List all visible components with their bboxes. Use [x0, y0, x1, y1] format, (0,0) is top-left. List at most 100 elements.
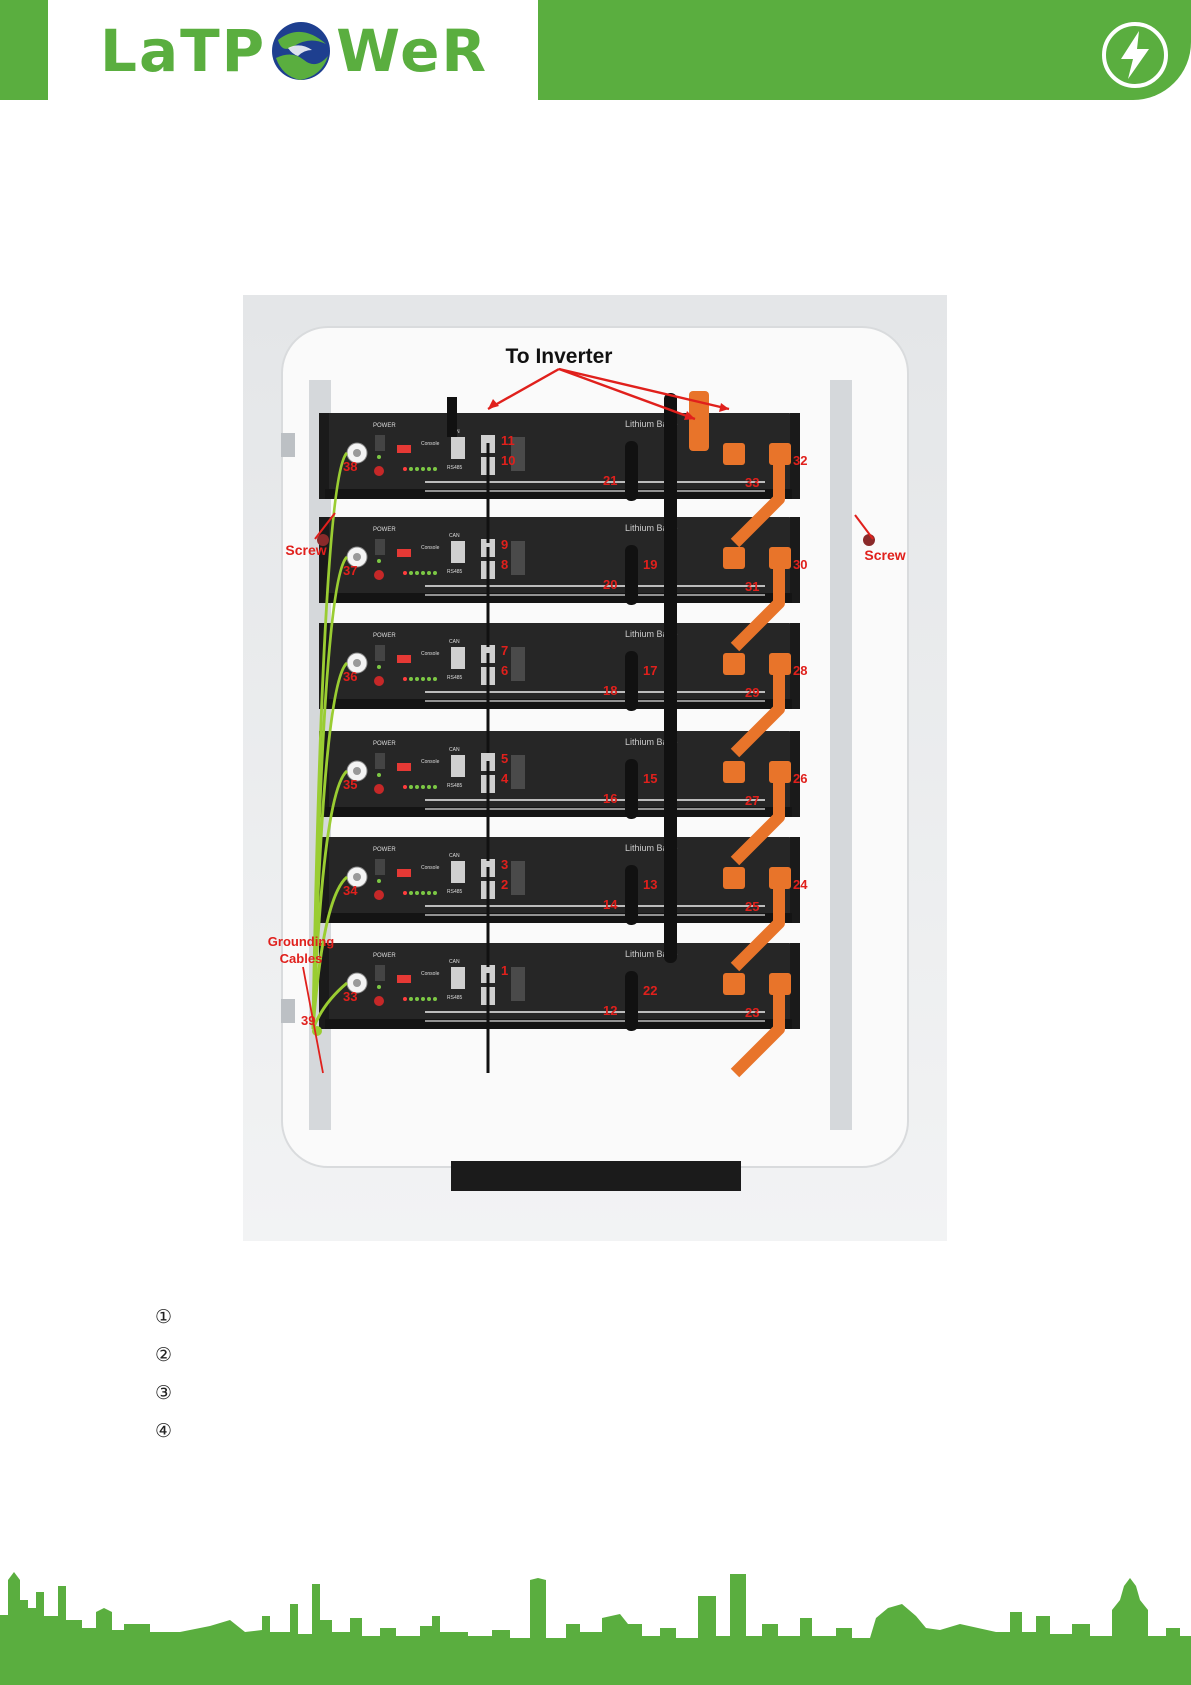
- battery-brand-label: Lithium Batte: [625, 419, 678, 429]
- negative-cable: [625, 759, 638, 819]
- soc-led-icon: [421, 677, 425, 681]
- soc-led-icon: [409, 997, 413, 1001]
- status-led-icon: [377, 665, 381, 669]
- grounding-label-line1: Grounding: [268, 934, 334, 949]
- soc-led-icon: [403, 785, 407, 789]
- comm-port-number: 1: [501, 963, 508, 978]
- battery-brand-label: Lithium Batte: [625, 949, 678, 959]
- rs485-label: RS485: [447, 569, 463, 575]
- positive-terminal: [769, 653, 791, 675]
- can-port-icon: [451, 437, 465, 459]
- ground-cable: [311, 661, 349, 1030]
- brand-logo: LaTP WeR: [100, 22, 488, 80]
- screw-left-icon: [317, 534, 329, 546]
- negative-port-number: 19: [643, 557, 657, 572]
- ground-cable: [311, 875, 349, 1030]
- ground-cable: [311, 769, 349, 1030]
- soc-led-icon: [409, 467, 413, 471]
- soc-led-icon: [403, 571, 407, 575]
- dip-switch-icon: [397, 975, 411, 983]
- soc-led-icon: [421, 467, 425, 471]
- module-right-ear: [790, 943, 800, 1029]
- ground-terminal-bolt: [353, 979, 361, 987]
- negative-cable: [625, 545, 638, 605]
- soc-led-icon: [403, 677, 407, 681]
- comm-port-number: 7: [501, 643, 508, 658]
- positive-terminal: [723, 761, 745, 783]
- list-item: ④: [155, 1412, 195, 1450]
- negative-port-number: 14: [603, 897, 618, 912]
- power-label: POWER: [373, 741, 396, 747]
- negative-port-number: 15: [643, 771, 657, 786]
- soc-led-icon: [403, 997, 407, 1001]
- positive-terminal: [723, 867, 745, 889]
- numbered-list: ① ② ③ ④: [155, 1298, 195, 1450]
- comm-port-number: 5: [501, 751, 508, 766]
- display-panel-icon: [511, 647, 525, 681]
- power-label: POWER: [373, 953, 396, 959]
- power-label: POWER: [373, 527, 396, 533]
- status-led-icon: [377, 559, 381, 563]
- display-panel-icon: [511, 755, 525, 789]
- arrowhead-3: [719, 403, 729, 412]
- list-marker-2: ②: [155, 1344, 173, 1366]
- dip-switch-icon: [397, 869, 411, 877]
- soc-led-icon: [427, 891, 431, 895]
- list-item: ②: [155, 1336, 195, 1374]
- dip-switch-icon: [397, 549, 411, 557]
- can-label: CAN: [449, 959, 460, 965]
- soc-led-icon: [421, 891, 425, 895]
- main-negative-cable: [664, 393, 677, 963]
- soc-led-icon: [427, 571, 431, 575]
- comm-port-number: 11: [501, 433, 515, 448]
- dip-switch-icon: [397, 445, 411, 453]
- negative-port-number: 22: [643, 983, 657, 998]
- can-port-icon: [451, 967, 465, 989]
- rs485-label: RS485: [447, 675, 463, 681]
- list-marker-1: ①: [155, 1306, 173, 1328]
- negative-cable: [625, 441, 638, 501]
- comm-port-number: 8: [501, 557, 508, 572]
- soc-led-icon: [415, 785, 419, 789]
- screw-left-label: Screw: [285, 542, 326, 558]
- positive-terminal: [723, 443, 745, 465]
- left-hinge-bottom: [281, 999, 295, 1023]
- power-switch-icon: [375, 965, 385, 981]
- reset-button-icon: [374, 784, 384, 794]
- ground-cable: [311, 981, 348, 1030]
- module-right-ear: [790, 837, 800, 923]
- soc-led-icon: [415, 997, 419, 1001]
- grounding-label-line2: Cables: [280, 951, 323, 966]
- soc-led-icon: [433, 677, 437, 681]
- soc-led-icon: [403, 891, 407, 895]
- screw-right-label: Screw: [864, 547, 905, 563]
- can-label: CAN: [449, 533, 460, 539]
- soc-led-icon: [415, 891, 419, 895]
- inverter-arrow-2: [558, 367, 696, 421]
- soc-led-icon: [421, 997, 425, 1001]
- positive-link-cable: [730, 781, 785, 866]
- comm-port-number: 6: [501, 663, 508, 678]
- ground-port-number: 38: [343, 459, 357, 474]
- list-item: ①: [155, 1298, 195, 1336]
- module-right-ear: [790, 731, 800, 817]
- positive-terminal: [769, 547, 791, 569]
- positive-port-number: 28: [793, 663, 807, 678]
- power-switch-icon: [375, 435, 385, 451]
- module-right-ear: [790, 517, 800, 603]
- ground-port-number: 36: [343, 669, 357, 684]
- positive-port-number: 26: [793, 771, 807, 786]
- negative-port-number: 20: [603, 577, 617, 592]
- soc-led-icon: [415, 571, 419, 575]
- positive-link-cable: [730, 567, 785, 652]
- soc-led-icon: [433, 571, 437, 575]
- console-label: Console: [421, 441, 440, 447]
- rs485-label: RS485: [447, 783, 463, 789]
- logo-text-left: LaTP: [100, 17, 267, 85]
- reset-button-icon: [374, 466, 384, 476]
- power-switch-icon: [375, 859, 385, 875]
- console-label: Console: [421, 971, 440, 977]
- module-left-ear: [319, 943, 329, 1029]
